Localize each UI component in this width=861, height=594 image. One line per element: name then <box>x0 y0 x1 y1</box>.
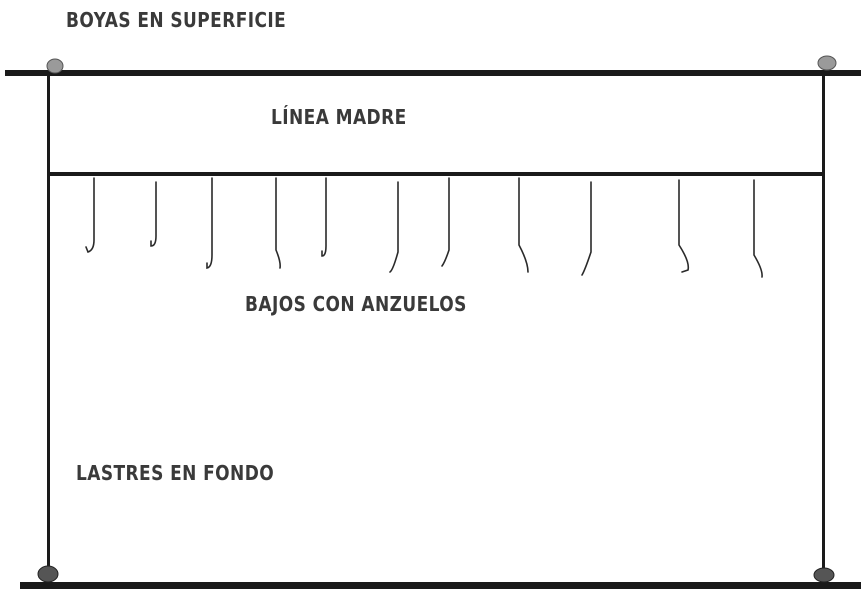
hook <box>518 177 529 273</box>
hook <box>275 177 281 269</box>
surface-buoys-label: BOYAS EN SUPERFICIE <box>66 8 287 32</box>
branch-lines-label: BAJOS CON ANZUELOS <box>245 292 467 316</box>
hook <box>753 179 763 278</box>
main-line-label: LÍNEA MADRE <box>271 105 407 129</box>
hook <box>85 177 95 253</box>
right-buoy <box>817 55 837 71</box>
surface-line <box>5 70 861 76</box>
hooks-group <box>85 177 763 278</box>
bottom-weights-label: LASTRES EN FONDO <box>76 461 275 485</box>
left-buoy <box>46 58 64 74</box>
hook <box>678 179 690 273</box>
hook <box>441 177 450 267</box>
main-line <box>48 172 824 176</box>
left-weight <box>37 565 59 583</box>
hook <box>581 181 592 276</box>
right-weight <box>813 567 835 583</box>
seabed-line <box>20 582 861 589</box>
hook <box>150 181 157 247</box>
hook <box>321 177 327 257</box>
left-vertical-line <box>47 70 50 575</box>
hook <box>206 177 213 269</box>
hook <box>389 181 399 273</box>
right-vertical-line <box>822 70 825 575</box>
